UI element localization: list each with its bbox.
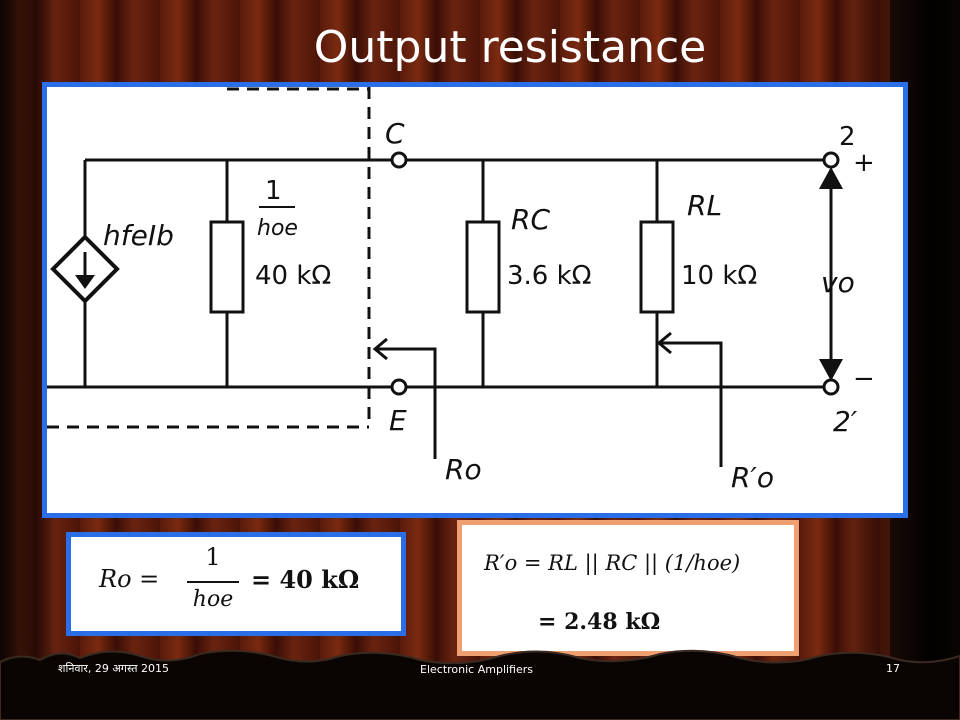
circuit-svg: C E 2 + − 2′ hfeIb 1 hoe 40 kΩ RC 3.6 kΩ… xyxy=(47,87,875,494)
equation-ro-prime-line2: = 2.48 kΩ xyxy=(538,609,661,635)
footer-date: शनिवार, 29 अगस्त 2015 xyxy=(58,662,170,675)
circuit-diagram: C E 2 + − 2′ hfeIb 1 hoe 40 kΩ RC 3.6 kΩ… xyxy=(42,82,908,518)
label-2: 2 xyxy=(839,122,856,152)
equation-ro-rhs: = 40 kΩ xyxy=(251,565,360,594)
equation-ro-denominator: hoe xyxy=(192,587,234,612)
ro-arrow xyxy=(377,347,437,459)
label-ro: Ro xyxy=(445,453,482,486)
label-rc-value: 3.6 kΩ xyxy=(507,261,592,291)
label-rc: RC xyxy=(511,203,550,236)
footer-course: Electronic Amplifiers xyxy=(420,663,534,676)
vo-arrow-top xyxy=(819,167,843,189)
rl-resistor xyxy=(639,220,675,314)
label-source: hfeIb xyxy=(103,219,174,252)
vo-arrow-bottom xyxy=(819,359,843,381)
ro-prime-arrow xyxy=(661,341,723,467)
equation-ro-box: Ro = 1 hoe = 40 kΩ xyxy=(66,532,406,636)
label-plus: + xyxy=(853,148,875,178)
rc-resistor xyxy=(465,220,501,314)
hoe-resistor xyxy=(209,220,245,314)
slide-title: Output resistance xyxy=(313,22,707,73)
label-ro-prime: R′o xyxy=(731,461,774,494)
terminal-c xyxy=(390,151,408,169)
label-minus: − xyxy=(853,364,875,394)
source-arrow-head xyxy=(75,275,95,289)
ro-arrowhead xyxy=(372,337,388,361)
label-2-prime: 2′ xyxy=(833,405,858,438)
ro-prime-arrowhead xyxy=(656,331,672,355)
equation-ro-prime-box: R′o = RL || RC || (1/hoe) = 2.48 kΩ xyxy=(457,520,799,656)
label-rl: RL xyxy=(687,189,722,222)
equation-ro-numerator: 1 xyxy=(205,543,221,571)
footer-curtain-edge xyxy=(0,649,960,720)
label-hoe-denominator: hoe xyxy=(257,216,298,241)
equation-ro-fraction-bar xyxy=(187,581,239,583)
terminal-2-prime xyxy=(822,378,840,396)
terminal-2 xyxy=(822,151,840,169)
label-hoe-numerator: 1 xyxy=(265,176,282,206)
label-rl-value: 10 kΩ xyxy=(681,261,757,291)
terminal-e xyxy=(390,378,408,396)
label-c: C xyxy=(385,117,405,150)
equation-ro-lhs: Ro = xyxy=(99,565,160,593)
label-e: E xyxy=(389,404,407,437)
label-vo: vo xyxy=(821,266,855,299)
footer-page-number: 17 xyxy=(886,662,900,675)
label-hoe-value: 40 kΩ xyxy=(255,261,331,291)
equation-ro-prime-line1: R′o = RL || RC || (1/hoe) xyxy=(484,551,741,575)
